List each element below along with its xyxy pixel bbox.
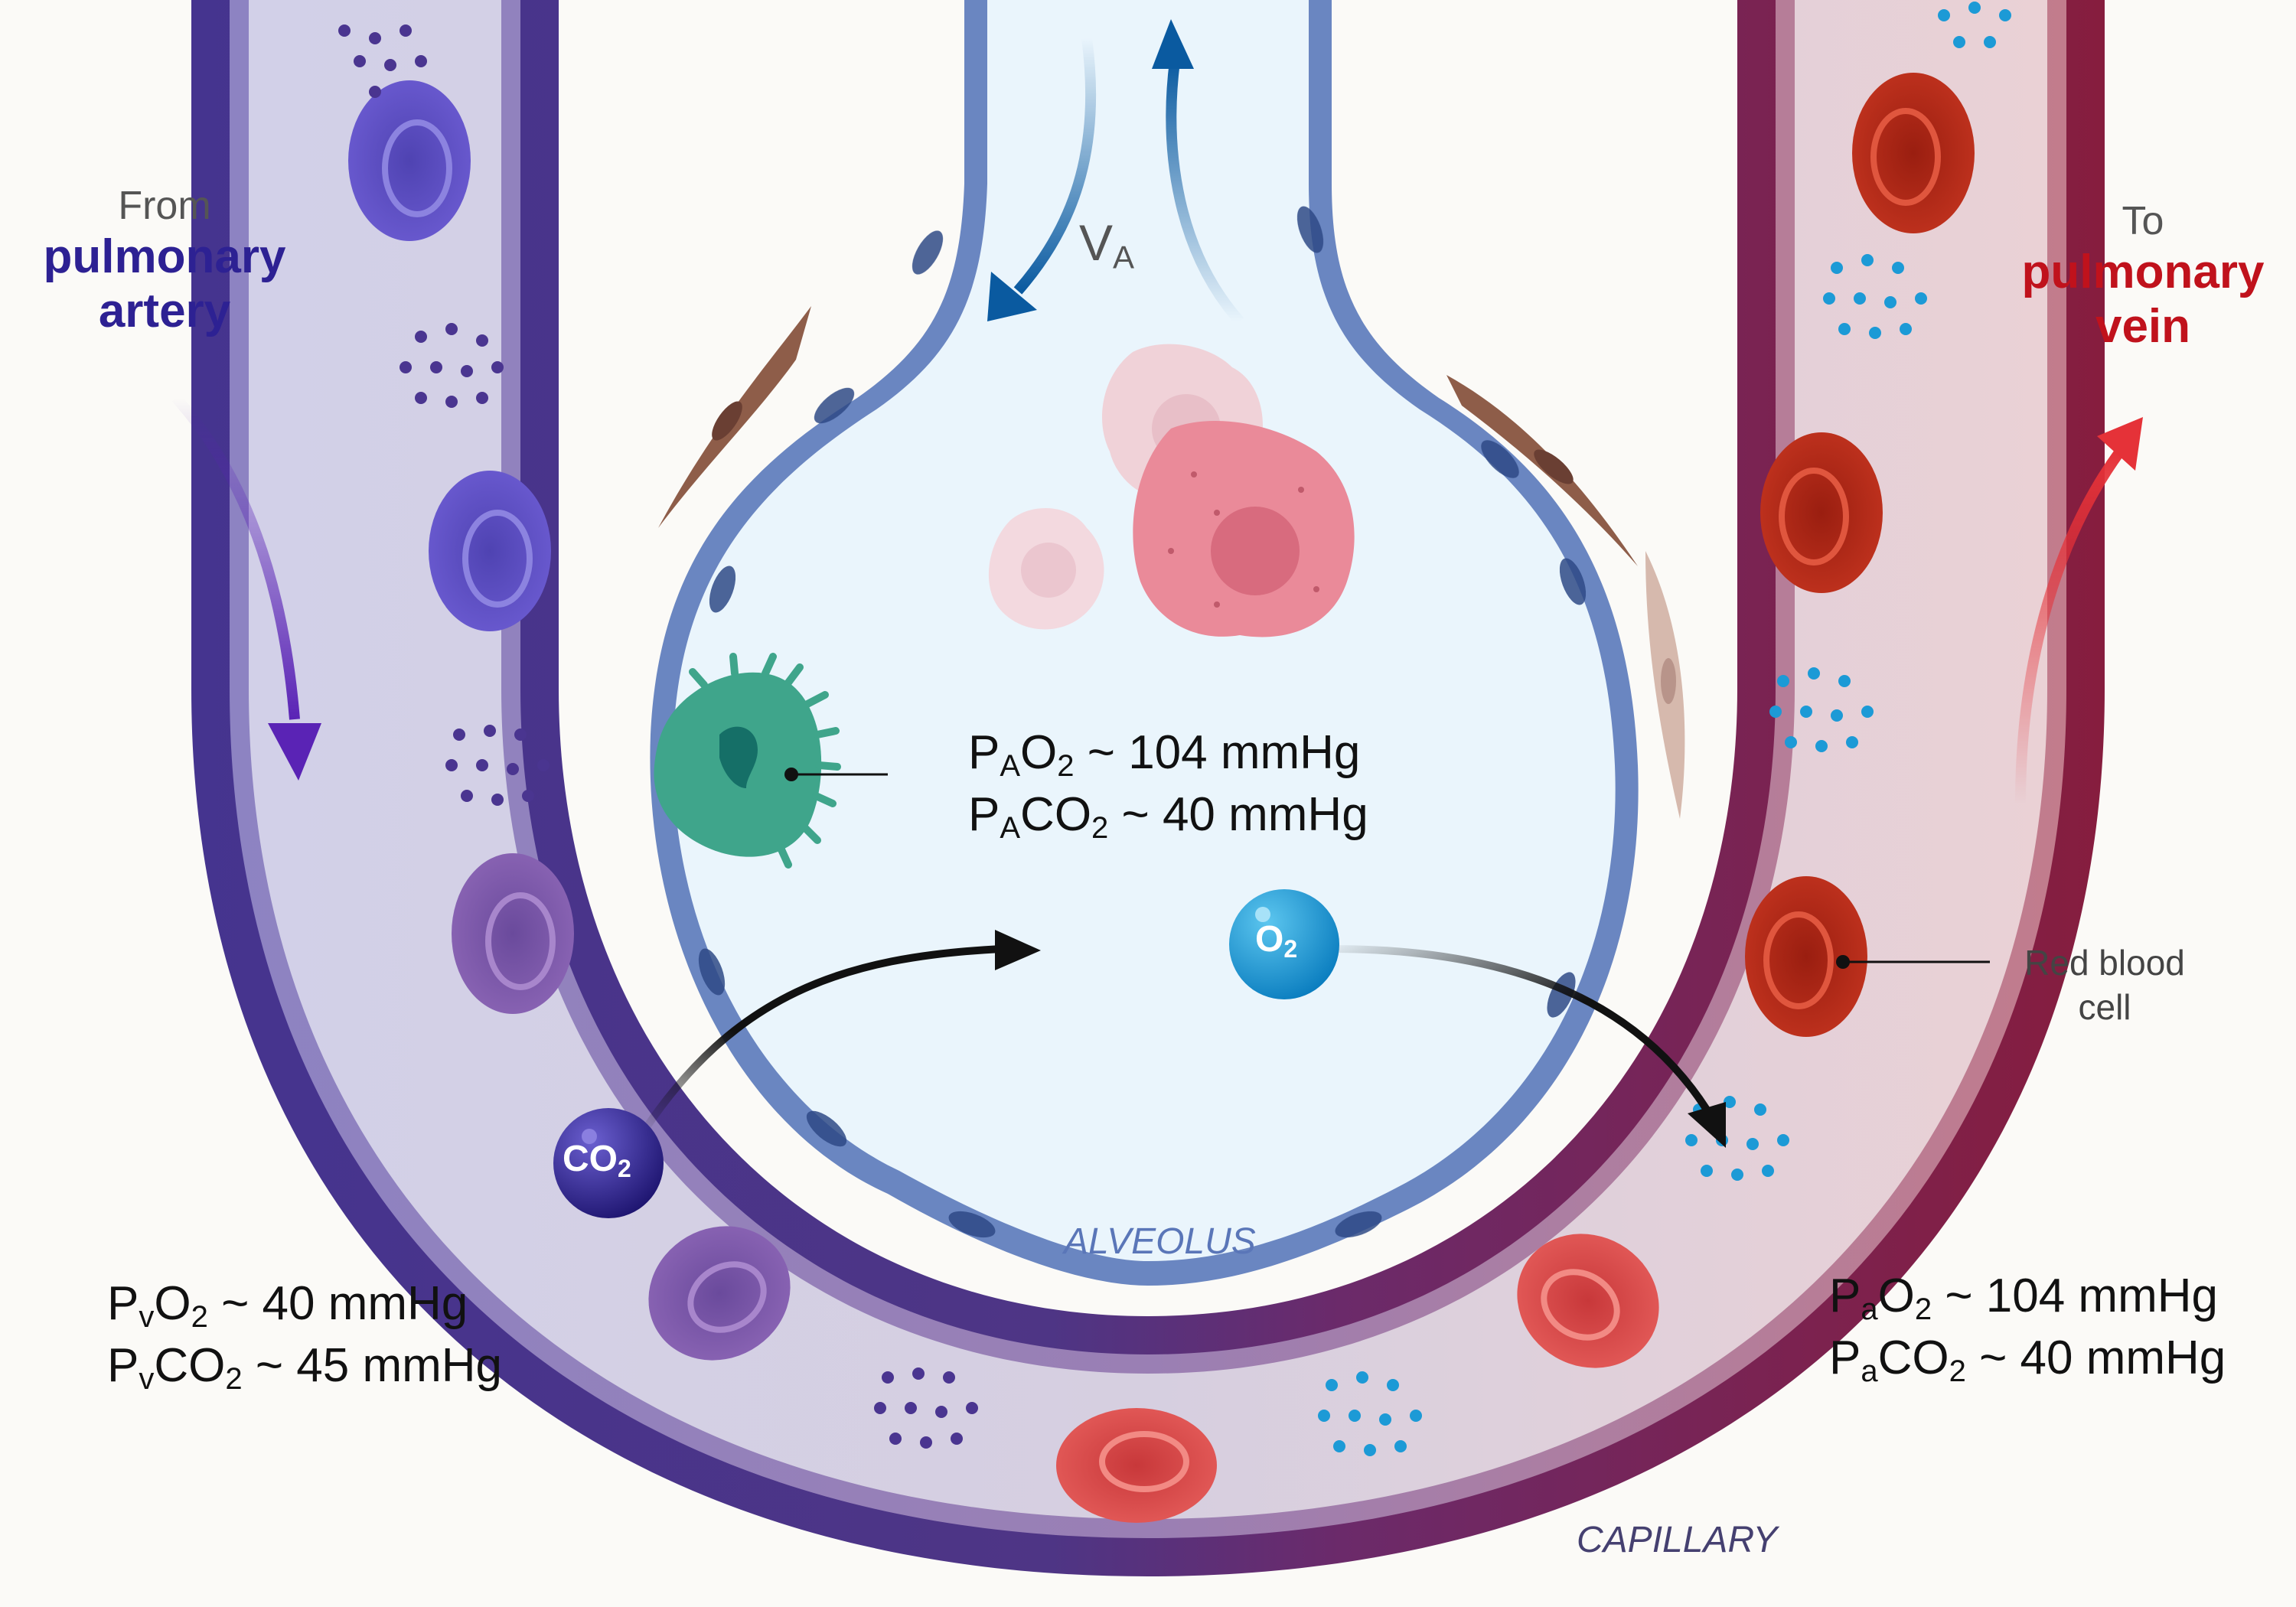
alveolus-label: ALVEOLUS xyxy=(1064,1221,1256,1262)
rbc-pointer xyxy=(1836,955,1990,969)
arterial-po2: PaO2 ~ 104 mmHg xyxy=(1829,1270,2218,1326)
arrow-up-icon xyxy=(2097,417,2143,471)
red-blood-cell xyxy=(648,1226,791,1361)
venous-gas-values: PvO2 ~ 40 mmHg PvCO2 ~ 45 mmHg xyxy=(107,1274,502,1398)
red-blood-cell xyxy=(348,80,471,241)
vein-text-2: vein xyxy=(2095,300,2191,354)
from-text: From xyxy=(118,184,211,228)
exhale-arrow-icon xyxy=(1152,19,1194,69)
red-blood-cell xyxy=(1745,876,1867,1037)
rbc-label-line2: cell xyxy=(2078,986,2131,1027)
capillary-label: CAPILLARY xyxy=(1577,1520,1778,1560)
alveolar-pco2: PACO2 ~ 40 mmHg xyxy=(968,788,1368,845)
vein-text-1: pulmonary xyxy=(2021,245,2265,298)
arrow-down-icon xyxy=(268,723,321,781)
o2-molecule xyxy=(1229,889,1339,999)
artery-label: From pulmonary artery xyxy=(31,184,298,338)
red-blood-cell xyxy=(1852,73,1975,233)
venous-po2: PvO2 ~ 40 mmHg xyxy=(107,1277,468,1334)
vein-label: To pulmonary vein xyxy=(1998,199,2288,354)
diffusion-arrows xyxy=(639,930,1726,1148)
flow-arrows xyxy=(171,19,2143,804)
alveolar-macrophages xyxy=(654,344,1355,869)
co2-dot-clusters xyxy=(338,24,978,1449)
arterial-gas-values: PaO2 ~ 104 mmHg PaCO2 ~ 40 mmHg xyxy=(1829,1266,2226,1390)
artery-text-2: artery xyxy=(98,285,231,338)
alveolus xyxy=(650,0,1639,1286)
red-blood-cell xyxy=(1760,432,1883,593)
red-blood-cell xyxy=(1056,1408,1217,1523)
red-blood-cells xyxy=(348,73,1975,1523)
rbc-label-line1: Red blood xyxy=(2024,943,2185,983)
arterial-pco2: PaCO2 ~ 40 mmHg xyxy=(1829,1332,2226,1388)
artery-text-1: pulmonary xyxy=(43,230,286,283)
red-blood-cell xyxy=(429,471,551,631)
ventilation-sub: A xyxy=(1113,239,1135,275)
to-text: To xyxy=(2122,199,2164,243)
inhale-arrow-icon xyxy=(987,272,1037,321)
arrow-right-icon xyxy=(995,930,1041,970)
o2-dot-clusters xyxy=(1318,2,2011,1456)
ventilation-main: V xyxy=(1079,214,1114,271)
ventilation-label: VA xyxy=(1079,214,1134,276)
co2-molecule-label: CO2 xyxy=(563,1139,631,1182)
interstitial-cells xyxy=(658,306,1685,819)
rbc-label: Red blood cell xyxy=(1982,941,2227,1029)
o2-molecule-label: O2 xyxy=(1255,919,1298,963)
venous-pco2: PvCO2 ~ 45 mmHg xyxy=(107,1339,503,1396)
co2-molecule xyxy=(553,1108,664,1218)
red-blood-cell xyxy=(1517,1234,1659,1368)
alveolar-gas-values: PAO2 ~ 104 mmHg PACO2 ~ 40 mmHg xyxy=(968,723,1368,847)
red-blood-cell xyxy=(452,853,574,1014)
arrow-down-right-icon xyxy=(1688,1102,1726,1148)
alveolar-po2: PAO2 ~ 104 mmHg xyxy=(968,726,1361,783)
